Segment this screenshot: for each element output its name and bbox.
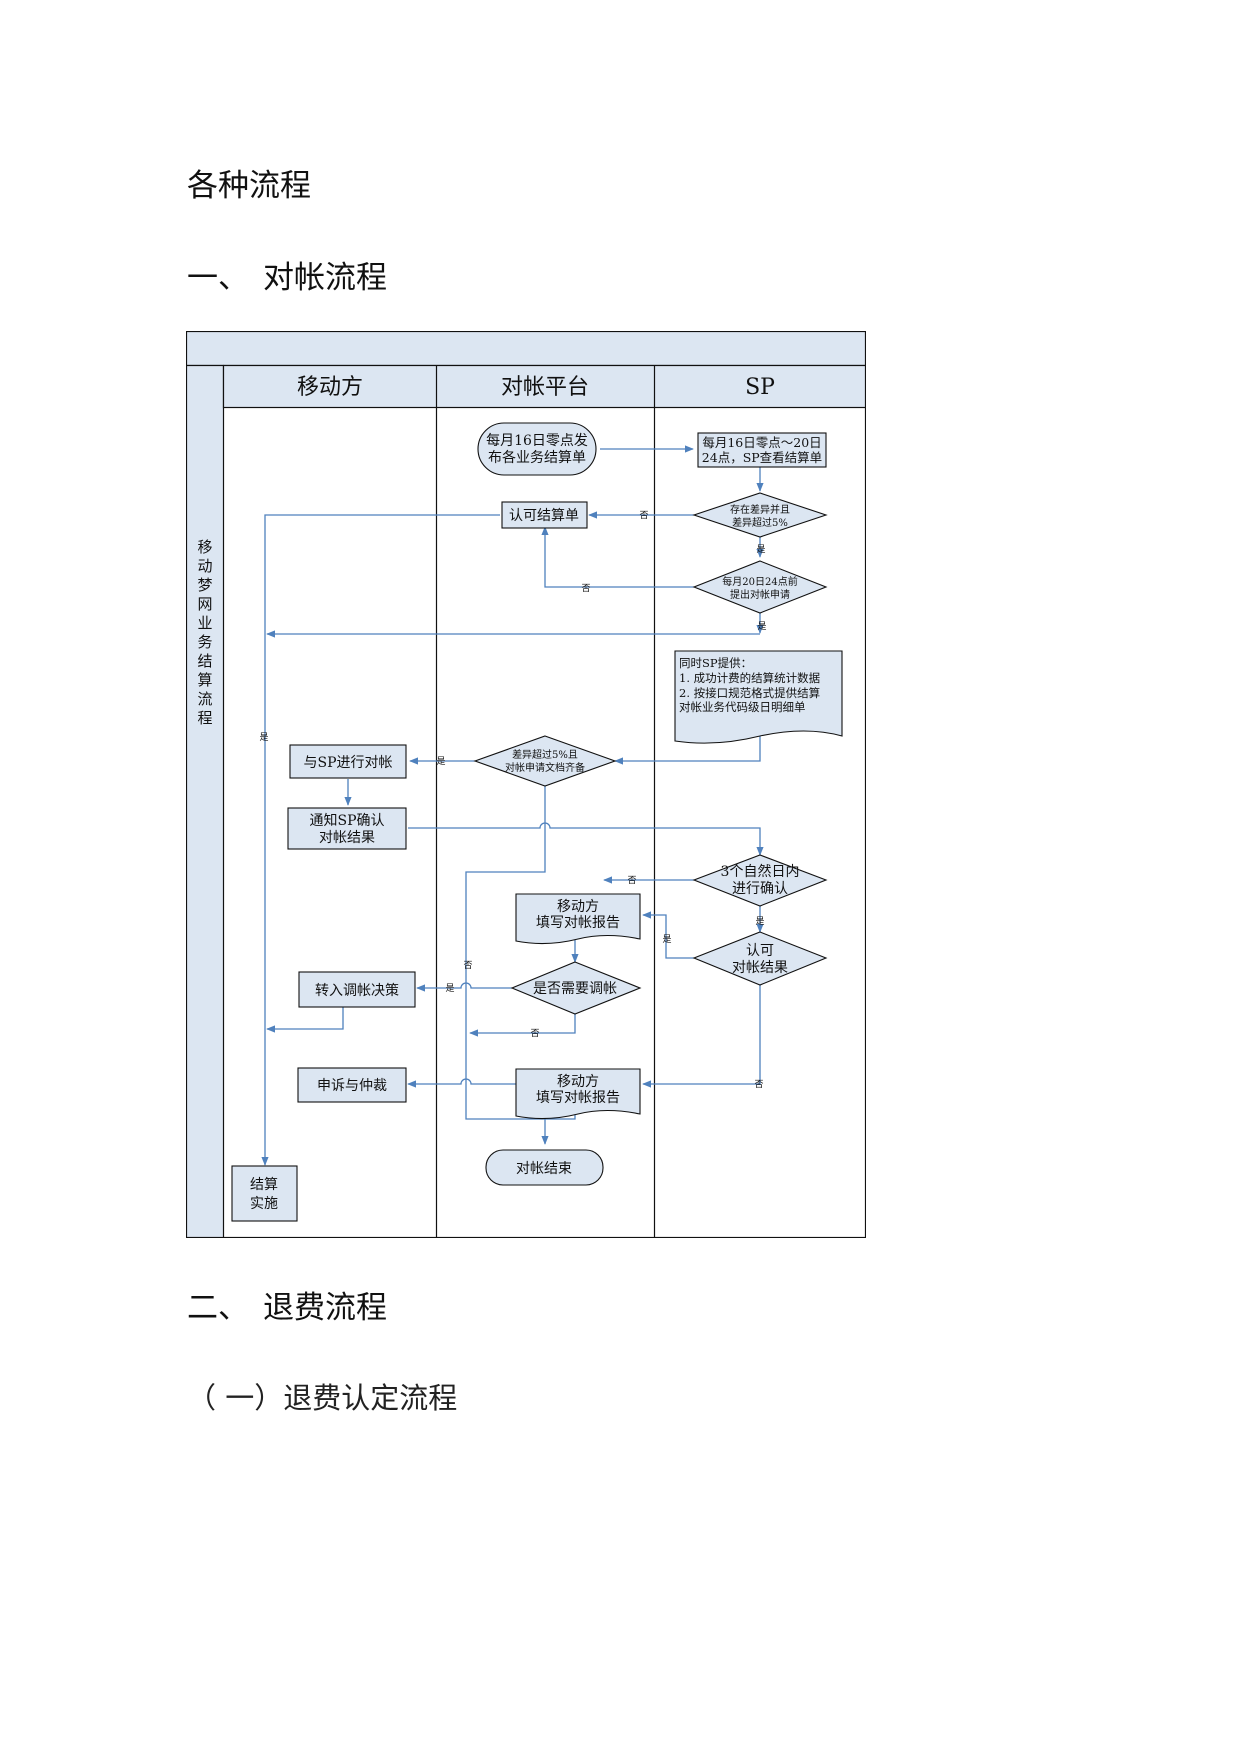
node-adjust-decision xyxy=(298,971,416,1008)
node-diff-check xyxy=(692,492,828,538)
node-deadline-check xyxy=(692,560,828,614)
notify-sp-line-1: 通知SP确认 xyxy=(309,812,384,829)
node-confirm-3days xyxy=(692,854,828,907)
pool-label-char: 结 xyxy=(197,652,212,670)
docs-check-line-1: 差异超过5%且 xyxy=(512,748,578,761)
lane-header-mobile: 移动方 xyxy=(297,375,363,400)
pool-label: 移动梦网业务结算流程 xyxy=(197,538,212,727)
sp-provide-line-4: 对帐业务代码级日明细单 xyxy=(679,700,806,714)
section-title: 退费流程 xyxy=(263,1290,387,1326)
pool-label-char: 流 xyxy=(197,690,212,708)
accept-bill-label: 认可结算单 xyxy=(509,508,579,524)
label-yes-left: 是 xyxy=(259,732,268,743)
section-number: 一、 xyxy=(187,260,249,296)
label-no-confirm: 否 xyxy=(627,875,636,886)
sp-provide-line-1: 同时SP提供： xyxy=(679,656,752,670)
node-appeal xyxy=(297,1067,407,1103)
label-yes-adjust: 是 xyxy=(445,983,454,994)
pool-label-char: 算 xyxy=(197,671,212,689)
sp-check-line-2: 24点，SP查看结算单 xyxy=(702,450,822,465)
pool-label-char: 程 xyxy=(197,709,212,727)
sp-check-line-1: 每月16日零点～20日 xyxy=(702,435,821,450)
start-line-2: 布各业务结算单 xyxy=(488,450,586,466)
appeal-label: 申诉与仲裁 xyxy=(317,1078,387,1094)
reconcile-sp-label: 与SP进行对帐 xyxy=(303,755,392,771)
settle-line-1: 结算 xyxy=(250,1177,278,1193)
node-sp-check xyxy=(697,432,827,468)
report-2-line-1: 移动方 xyxy=(557,1074,599,1090)
deadline-line-2: 提出对帐申请 xyxy=(730,588,790,601)
node-report-1 xyxy=(515,893,641,945)
node-reconcile-sp xyxy=(289,744,407,779)
node-accept-result xyxy=(692,931,828,986)
label-no-docs: 否 xyxy=(463,960,472,971)
label-no-deadline: 否 xyxy=(581,583,590,594)
node-end xyxy=(485,1149,604,1186)
notify-sp-line-2: 对帐结果 xyxy=(319,830,375,846)
confirm-3days-line-2: 进行确认 xyxy=(732,881,788,897)
node-start xyxy=(477,422,597,476)
accept-result-line-2: 对帐结果 xyxy=(732,960,788,976)
accept-result-line-1: 认可 xyxy=(746,943,774,959)
start-line-1: 每月16日零点发 xyxy=(486,433,588,449)
pool-label-char: 务 xyxy=(197,633,212,651)
label-no-adjust: 否 xyxy=(530,1028,539,1039)
report-1-line-2: 填写对帐报告 xyxy=(536,915,620,931)
report-1-line-1: 移动方 xyxy=(557,899,599,915)
report-2-line-2: 填写对帐报告 xyxy=(536,1090,620,1106)
pool-label-char: 业 xyxy=(197,614,212,632)
docs-check-line-2: 对帐申请文档齐备 xyxy=(505,761,585,774)
label-no-diff: 否 xyxy=(639,510,648,521)
node-labels: 每月16日零点发 布各业务结算单 每月16日零点～20日 24点，SP查看结算单… xyxy=(250,433,822,1212)
section-title: 对帐流程 xyxy=(263,260,387,296)
section-heading-refund: 二、退费流程 xyxy=(187,1282,387,1327)
node-accept-bill xyxy=(501,501,588,529)
lane-header-platform: 对帐平台 xyxy=(501,375,589,400)
diff-check-line-2: 差异超过5% xyxy=(732,516,788,529)
document-title: 各种流程 xyxy=(187,168,311,204)
node-settle xyxy=(231,1165,298,1222)
reconciliation-flowchart: 移动梦网业务结算流程 移动方 对帐平台 SP xyxy=(186,331,866,1238)
end-label: 对帐结束 xyxy=(516,1161,572,1177)
section-heading-reconciliation: 一、对帐流程 xyxy=(187,252,387,297)
deadline-line-1: 每月20日24点前 xyxy=(722,575,797,588)
pool-label-char: 移 xyxy=(197,538,212,556)
pool-label-char: 梦 xyxy=(197,576,212,594)
label-no-accept: 否 xyxy=(754,1079,763,1090)
section-number: 二、 xyxy=(187,1290,249,1326)
node-docs-check xyxy=(473,735,617,787)
branch-labels: 否 是 否 是 是 是 否 是 是 否 是 否 否 xyxy=(259,510,766,1090)
subsection-heading: （ 一）退费认定流程 xyxy=(187,1381,458,1415)
label-yes-docs: 是 xyxy=(436,756,445,767)
pool-label-char: 动 xyxy=(197,557,212,575)
need-adjust-label: 是否需要调帐 xyxy=(533,981,617,997)
node-need-adjust xyxy=(510,961,642,1015)
label-yes-accept: 是 xyxy=(662,934,671,945)
label-yes-deadline: 是 xyxy=(757,621,766,632)
adjust-decision-label: 转入调帐决策 xyxy=(315,982,399,999)
pool-label-char: 网 xyxy=(197,595,212,613)
label-yes-confirm: 是 xyxy=(755,916,764,927)
confirm-3days-line-1: 3个自然日内 xyxy=(721,863,800,880)
sp-provide-line-2: 1. 成功计费的结算统计数据 xyxy=(679,671,821,685)
diff-check-line-1: 存在差异并且 xyxy=(730,503,790,516)
label-yes-diff: 是 xyxy=(756,544,765,555)
settle-line-2: 实施 xyxy=(250,1196,278,1212)
node-report-2 xyxy=(515,1068,641,1120)
node-notify-sp xyxy=(287,807,407,850)
flow-shapes xyxy=(231,422,843,1222)
node-sp-provide xyxy=(674,650,843,744)
sp-provide-line-3: 2. 按接口规范格式提供结算 xyxy=(679,686,820,700)
connectors xyxy=(261,445,764,1166)
lane-header-sp: SP xyxy=(745,375,775,400)
